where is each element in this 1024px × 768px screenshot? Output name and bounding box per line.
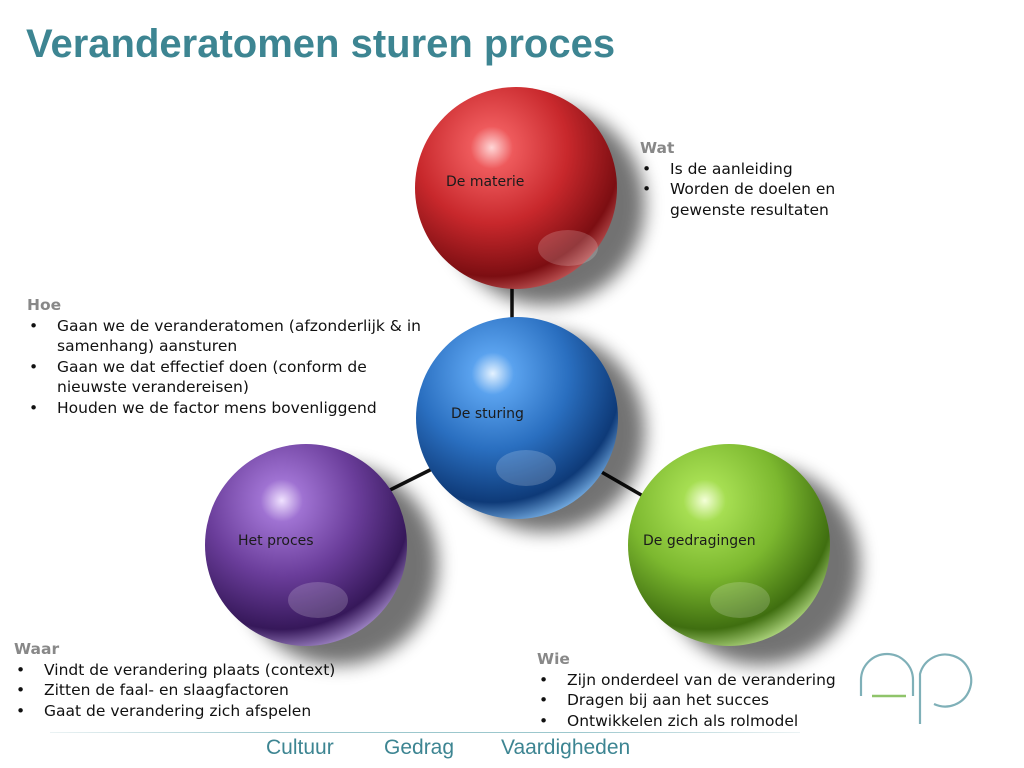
list-item: Zitten de faal- en slaagfactoren [14, 680, 394, 701]
list-item: Gaan we dat effectief doen (conform de n… [27, 357, 427, 398]
footer-vaardigheden: Vaardigheden [501, 736, 631, 759]
sphere-label-proces: Het proces [238, 533, 314, 549]
hoe-block: Hoe Gaan we de veranderatomen (afzonderl… [27, 295, 427, 418]
list-item: Gaan we de veranderatomen (afzonderlijk … [27, 316, 427, 357]
wat-heading: Wat [640, 139, 675, 157]
list-item: Ontwikkelen zich als rolmodel [537, 711, 877, 732]
waar-heading: Waar [14, 640, 60, 658]
sphere-de-sturing: De sturing [416, 317, 618, 519]
wat-list: Is de aanleiding Worden de doelen en gew… [640, 159, 880, 221]
footer-gedrag: Gedrag [384, 736, 455, 759]
wie-heading: Wie [537, 650, 570, 668]
list-item: Gaat de verandering zich afspelen [14, 701, 394, 722]
list-item: Is de aanleiding [640, 159, 880, 180]
list-item: Houden we de factor mens bovenliggend [27, 398, 427, 419]
ap-logo-icon [859, 652, 973, 724]
sphere-het-proces: Het proces [205, 444, 407, 646]
footer-divider [50, 732, 800, 733]
wie-block: Wie Zijn onderdeel van de verandering Dr… [537, 649, 877, 731]
sphere-de-materie: De materie [415, 87, 617, 289]
sphere-label-materie: De materie [446, 174, 524, 190]
list-item: Dragen bij aan het succes [537, 690, 877, 711]
hoe-list: Gaan we de veranderatomen (afzonderlijk … [27, 316, 427, 419]
list-item: Zijn onderdeel van de verandering [537, 670, 877, 691]
list-item: Vindt de verandering plaats (context) [14, 660, 394, 681]
wie-list: Zijn onderdeel van de verandering Dragen… [537, 670, 877, 732]
hoe-heading: Hoe [27, 296, 62, 314]
waar-block: Waar Vindt de verandering plaats (contex… [14, 639, 394, 721]
waar-list: Vindt de verandering plaats (context) Zi… [14, 660, 394, 722]
sphere-label-sturing: De sturing [451, 406, 524, 422]
list-item: Worden de doelen en gewenste resultaten [640, 179, 880, 220]
sphere-de-gedragingen: De gedragingen [628, 444, 830, 646]
footer-cultuur: Cultuur [266, 736, 334, 759]
wat-block: Wat Is de aanleiding Worden de doelen en… [640, 138, 880, 220]
sphere-label-gedragingen: De gedragingen [643, 533, 756, 549]
page-title: Veranderatomen sturen proces [26, 22, 616, 66]
